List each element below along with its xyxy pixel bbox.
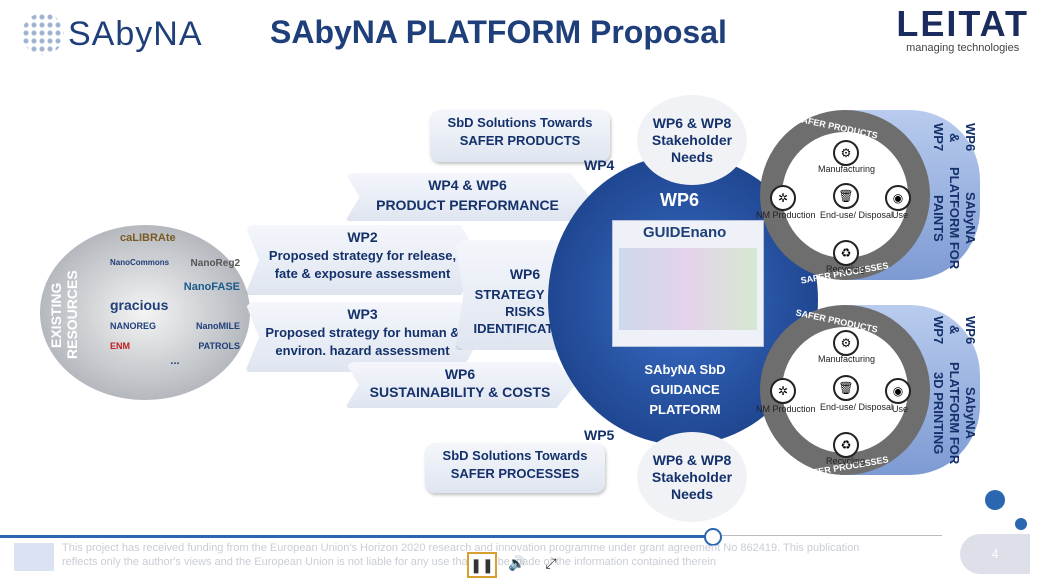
wp2-arrow: WP2 Proposed strategy for release, fate … [245,225,480,295]
stakeholder-top-text: WP6 & WP8 Stakeholder Needs [651,114,733,165]
sbd-products-text: SbD Solutions Towards SAFER PRODUCTS [447,115,593,148]
guidenano-screenshot: GUIDEnano [612,220,764,347]
wp2-title: WP2 [347,229,378,245]
sabyna-logo-text: SAbyNA [68,14,203,53]
slide-title: SAbyNA PLATFORM Proposal [270,14,727,50]
resource-nanofase: NanoFASE [183,281,240,293]
wp5-label: WP5 [584,427,615,443]
sbd-products-box: SbD Solutions Towards SAFER PRODUCTS [430,110,610,162]
nm-production-icon: ✲ [770,185,796,211]
sustainability-arrow: WP6 SUSTAINABILITY & COSTS [345,362,575,408]
resource-more: ... [170,355,180,367]
resource-nanoreg2: NanoReg2 [190,258,240,269]
resource-nanomile: NanoMILE [196,321,240,331]
guidenano-title: GUIDEnano [643,224,727,241]
leitat-logo-name: LEITAT [896,3,1029,44]
paints-node-end-use: End-use/ Disposal [820,210,894,220]
leitat-logo-sub: managing technologies [906,42,1020,54]
printing-node-recycling: Recycling [826,456,866,466]
product-performance-arrow: WP4 & WP6 PRODUCT PERFORMANCE [345,173,590,221]
printing-node-manufacturing: Manufacturing [818,354,876,364]
fullscreen-button[interactable]: ⤢ [538,552,564,574]
wp3-arrow: WP3 Proposed strategy for human & enviro… [245,302,480,372]
stakeholder-needs-bottom: WP6 & WP8 Stakeholder Needs [637,432,747,522]
eu-flag-icon [14,543,54,571]
stakeholder-bottom-text: WP6 & WP8 Stakeholder Needs [651,451,733,502]
funding-disclaimer: This project has received funding from t… [62,542,860,568]
resource-nanoreg: NANOREG [110,321,157,331]
paints-side-text: SAbyNA PLATFORM FOR PAINTS [931,166,978,270]
decor-pin-small-icon [1015,518,1027,530]
disposal-icon: 🗑 [833,375,859,401]
paints-side-title: WP6 & WP7 [931,123,978,152]
volume-icon: 🔊 [508,554,526,571]
printing-side-text: SAbyNA PLATFORM FOR 3D PRINTING [931,361,978,464]
recycling-icon: ♻ [833,432,859,458]
pause-icon: ❚❚ [470,556,494,573]
guidenano-preview [619,248,757,330]
decor-pin-icon [985,490,1005,510]
wp3-text: Proposed strategy for human & environ. h… [265,325,460,358]
printing-side-label: WP6 & WP7 SAbyNA PLATFORM FOR 3D PRINTIN… [930,312,978,472]
resource-calibrate: caLIBRAte [120,232,176,244]
sabyna-logo-mark [22,13,64,55]
paints-side-label: WP6 & WP7 SAbyNA PLATFORM FOR PAINTS [930,118,978,273]
perf-label: PRODUCT PERFORMANCE [376,197,559,213]
sbd-processes-text: SbD Solutions Towards SAFER PROCESSES [442,448,588,481]
manufacturing-icon: ⚙ [833,140,859,166]
printing-side-title: WP6 & WP7 [931,315,978,344]
existing-resources-circle [40,225,250,400]
resource-enm: ENM [110,341,130,351]
pause-button[interactable]: ❚❚ [467,552,497,578]
nm-production-icon: ✲ [770,378,796,404]
paints-node-use: Use [892,210,909,220]
wp6-risk-title: WP6 [509,266,541,282]
stakeholder-needs-top: WP6 & WP8 Stakeholder Needs [637,95,747,185]
resource-patrols: PATROLS [198,341,240,351]
sbd-processes-box: SbD Solutions Towards SAFER PROCESSES [425,443,605,493]
paints-node-nm-production: NM Production [756,210,816,220]
disposal-icon: 🗑 [833,183,859,209]
progress-track [722,535,942,536]
paints-node-recycling: Recycling [826,264,866,274]
resource-nanocommons: NanoCommons [110,258,170,267]
sust-header: WP6 [444,366,476,382]
manufacturing-icon: ⚙ [833,330,859,356]
volume-button[interactable]: 🔊 [504,552,530,574]
use-icon: ◉ [885,378,911,404]
slide-number: 4 [960,534,1030,574]
resource-logos: caLIBRAte NanoCommons NanoReg2 NanoFASE … [110,232,240,367]
printing-node-nm-production: NM Production [756,404,816,414]
wp3-title: WP3 [347,306,378,322]
printing-node-use: Use [892,404,909,414]
resource-gracious: gracious [110,297,169,313]
printing-node-end-use: End-use/ Disposal [820,402,894,412]
recycling-icon: ♻ [833,240,859,266]
existing-resources-label: EXISTING RESOURCES [48,270,80,360]
center-wp6-label: WP6 [660,190,700,210]
progress-bar[interactable] [0,535,710,538]
guidance-platform-label: SAbyNA SbD GUIDANCE PLATFORM [644,362,726,417]
perf-header: WP4 & WP6 [428,177,507,193]
leitat-logo: LEITAT managing technologies [896,3,1029,55]
expand-icon: ⤢ [545,554,557,571]
paints-node-manufacturing: Manufacturing [818,164,876,174]
sabyna-logo: SAbyNA [22,8,222,60]
sust-label: SUSTAINABILITY & COSTS [369,384,551,400]
use-icon: ◉ [885,185,911,211]
wp2-text: Proposed strategy for release, fate & ex… [268,248,457,281]
wp4-label: WP4 [584,157,615,173]
progress-knob[interactable] [704,528,722,546]
